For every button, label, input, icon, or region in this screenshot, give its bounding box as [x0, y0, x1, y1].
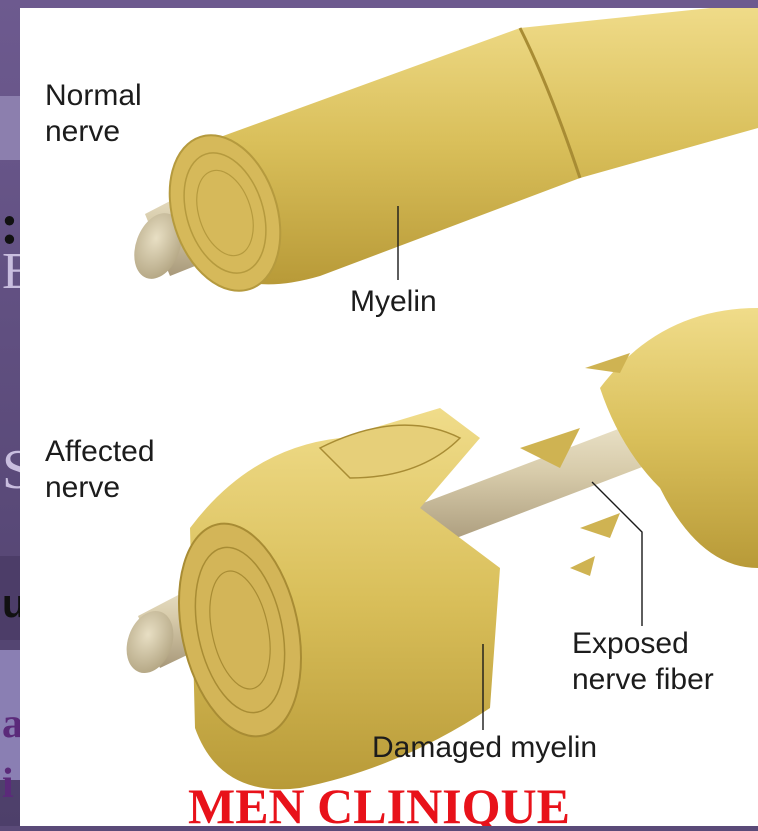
label-affected-nerve: Affected nerve — [45, 434, 155, 506]
exposed-fiber-leader-line — [592, 482, 642, 626]
slide-bottom-title: MEN CLINIQUE — [0, 776, 758, 826]
myelin-fragment-right — [600, 308, 758, 568]
label-normal-nerve: Normal nerve — [45, 78, 142, 150]
nerve-figure-panel: Normal nerve Myelin Affected nerve Expos… — [20, 8, 758, 826]
label-myelin: Myelin — [350, 284, 437, 320]
myelin-fragment-small-d — [570, 556, 595, 576]
myelin-fragment-small-c — [580, 513, 620, 538]
affected-nerve-drawing — [118, 308, 758, 789]
normal-nerve-drawing — [126, 8, 758, 305]
label-exposed-nerve-fiber: Exposed nerve fiber — [572, 626, 714, 698]
label-damaged-myelin: Damaged myelin — [372, 730, 597, 766]
